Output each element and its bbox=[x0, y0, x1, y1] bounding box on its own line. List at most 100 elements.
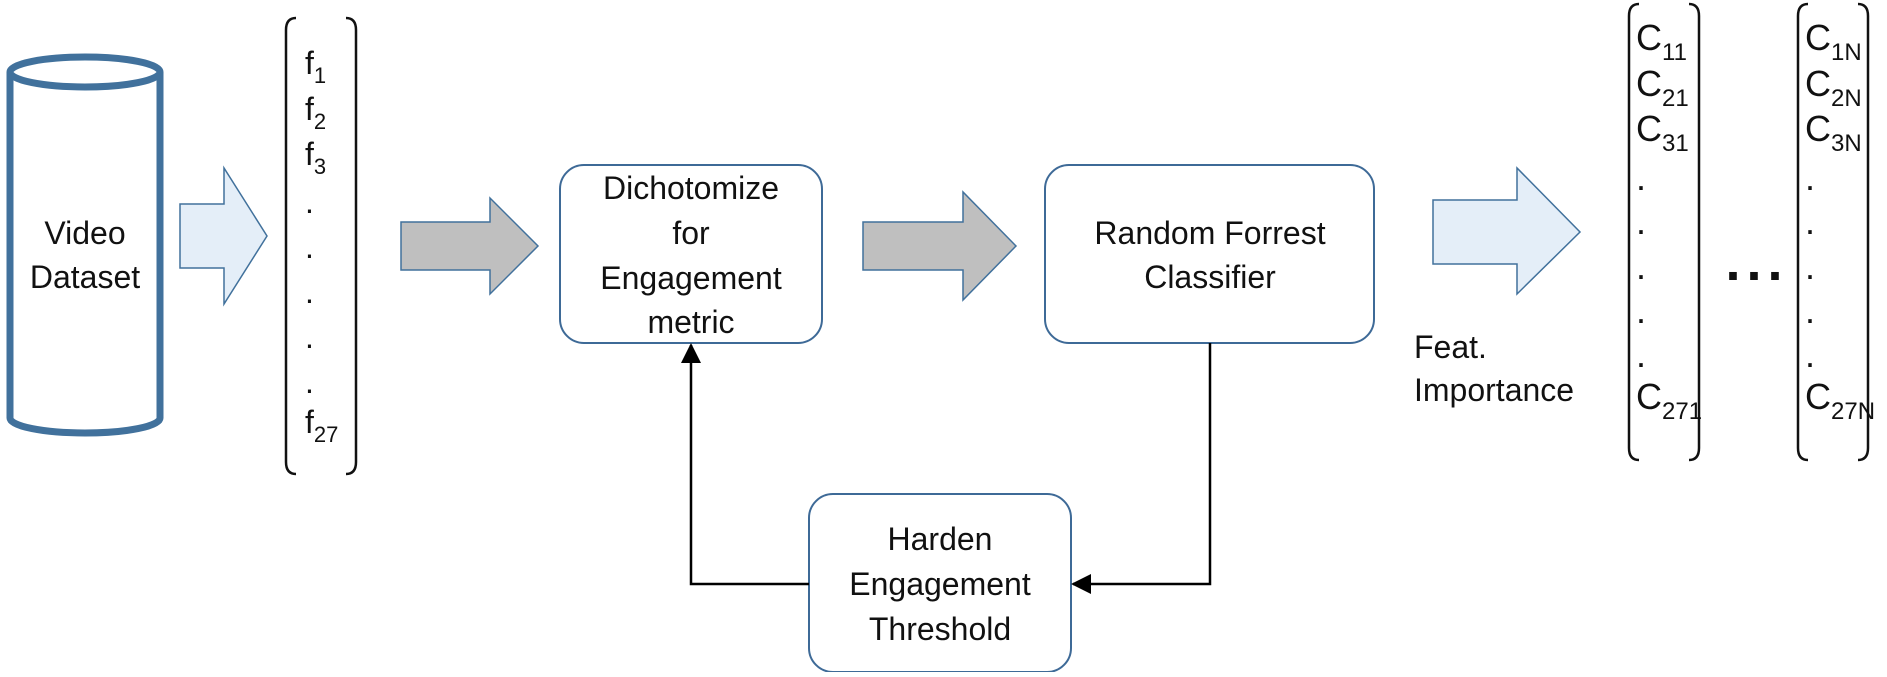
importance-last-item-base: . bbox=[1805, 246, 1815, 287]
feature-item-1: f2 bbox=[305, 91, 326, 134]
feat-importance-line2: Importance bbox=[1414, 372, 1574, 408]
classifier-label-line-1: Classifier bbox=[1144, 259, 1276, 295]
importance-last-item-4: . bbox=[1805, 201, 1815, 242]
feature-item-base: . bbox=[305, 319, 314, 355]
importance-first-item-base: C bbox=[1636, 108, 1662, 149]
harden-label-line-1: Engagement bbox=[849, 566, 1031, 602]
importance-last-item-base: C bbox=[1805, 376, 1831, 417]
importance-last-item-subscript: 1N bbox=[1831, 39, 1862, 66]
importance-first-item-6: . bbox=[1636, 290, 1646, 331]
feature-item-base: . bbox=[305, 364, 314, 400]
feature-item-5: . bbox=[305, 274, 314, 310]
importance-last-item-0: C1N bbox=[1805, 17, 1862, 66]
column-first-right-bracket bbox=[1688, 2, 1701, 462]
importance-first-item-base: . bbox=[1636, 201, 1646, 242]
feature-item-base: f bbox=[305, 45, 314, 81]
feature-item-subscript: 3 bbox=[314, 154, 326, 179]
dichotomize-label-line-3: metric bbox=[647, 304, 734, 340]
feature-item-subscript: 27 bbox=[314, 422, 338, 447]
feature-item-3: . bbox=[305, 184, 314, 220]
feature-item-2: f3 bbox=[305, 136, 326, 179]
dichotomize-label-line-1: for bbox=[672, 215, 710, 251]
importance-first-item-base: C bbox=[1636, 63, 1662, 104]
column-first-left-bracket bbox=[1627, 2, 1640, 462]
feature-item-4: . bbox=[305, 229, 314, 265]
classifier-label-line-0: Random Forrest bbox=[1094, 215, 1325, 251]
importance-first-item-subscript: 271 bbox=[1662, 398, 1702, 425]
importance-first-item-base: . bbox=[1636, 246, 1646, 287]
importance-first-item-3: . bbox=[1636, 157, 1646, 198]
importance-first-item-2: C31 bbox=[1636, 108, 1689, 157]
feature-item-base: f bbox=[305, 91, 314, 127]
importance-last-item-base: . bbox=[1805, 290, 1815, 331]
importance-first-item-base: . bbox=[1636, 290, 1646, 331]
block-arrow-dark-2 bbox=[862, 190, 1018, 302]
column-last-left-bracket bbox=[1796, 2, 1809, 462]
block-arrow-light-1 bbox=[179, 165, 268, 307]
importance-last-item-subscript: 2N bbox=[1831, 85, 1862, 112]
feature-item-subscript: 2 bbox=[314, 109, 326, 134]
block-arrow-light-2 bbox=[1432, 166, 1582, 296]
feature-left-bracket bbox=[284, 16, 297, 476]
importance-first-item-subscript: 31 bbox=[1662, 130, 1689, 157]
feature-item-base: . bbox=[305, 229, 314, 265]
classifier-to-harden-connector bbox=[1071, 343, 1212, 594]
feature-item-base: f bbox=[305, 404, 314, 440]
importance-first-item-subscript: 21 bbox=[1662, 85, 1689, 112]
importance-first-item-base: . bbox=[1636, 334, 1646, 375]
block-arrow-dark-1 bbox=[400, 196, 540, 296]
columns-ellipsis: ... bbox=[1725, 232, 1788, 292]
importance-first-item-7: . bbox=[1636, 334, 1646, 375]
importance-first-item-8: C271 bbox=[1636, 376, 1702, 425]
importance-last-item-base: C bbox=[1805, 17, 1831, 58]
importance-first-item-4: . bbox=[1636, 201, 1646, 242]
feature-item-6: . bbox=[305, 319, 314, 355]
importance-last-item-base: . bbox=[1805, 157, 1815, 198]
importance-last-item-2: C3N bbox=[1805, 108, 1862, 157]
importance-last-item-base: C bbox=[1805, 63, 1831, 104]
importance-last-item-base: C bbox=[1805, 108, 1831, 149]
importance-first-item-0: C11 bbox=[1636, 17, 1687, 66]
importance-first-item-base: . bbox=[1636, 157, 1646, 198]
importance-last-item-8: C27N bbox=[1805, 376, 1875, 425]
cylinder-body bbox=[6, 72, 164, 437]
dataset-label-line2: Dataset bbox=[30, 259, 140, 295]
importance-first-item-subscript: 11 bbox=[1662, 39, 1687, 66]
importance-first-item-base: C bbox=[1636, 376, 1662, 417]
feat-importance-line1: Feat. bbox=[1414, 329, 1487, 365]
feature-item-base: . bbox=[305, 274, 314, 310]
feature-item-base: f bbox=[305, 136, 314, 172]
importance-last-item-base: . bbox=[1805, 201, 1815, 242]
feature-item-7: . bbox=[305, 364, 314, 400]
dataset-label-line1: Video bbox=[44, 215, 125, 251]
feature-item-8: f27 bbox=[305, 404, 338, 447]
feature-item-base: . bbox=[305, 184, 314, 220]
cylinder-top bbox=[6, 53, 164, 91]
importance-last-item-1: C2N bbox=[1805, 63, 1862, 112]
harden-label-line-2: Threshold bbox=[869, 611, 1011, 647]
importance-last-item-subscript: 27N bbox=[1831, 398, 1875, 425]
importance-last-item-subscript: 3N bbox=[1831, 130, 1862, 157]
dichotomize-label-line-2: Engagement bbox=[600, 260, 782, 296]
importance-last-item-6: . bbox=[1805, 290, 1815, 331]
importance-first-item-1: C21 bbox=[1636, 63, 1689, 112]
harden-label-line-0: Harden bbox=[888, 521, 993, 557]
feature-item-0: f1 bbox=[305, 45, 326, 88]
dichotomize-label-line-0: Dichotomize bbox=[603, 170, 779, 206]
importance-first-item-5: . bbox=[1636, 246, 1646, 287]
column-last-right-bracket bbox=[1857, 2, 1870, 462]
classifier-box-shape bbox=[1044, 164, 1375, 344]
harden-to-dichotomize-connector bbox=[681, 343, 809, 586]
importance-last-item-3: . bbox=[1805, 157, 1815, 198]
importance-last-item-5: . bbox=[1805, 246, 1815, 287]
video-dataset-cylinder: Video Dataset bbox=[6, 53, 164, 437]
importance-last-item-7: . bbox=[1805, 334, 1815, 375]
